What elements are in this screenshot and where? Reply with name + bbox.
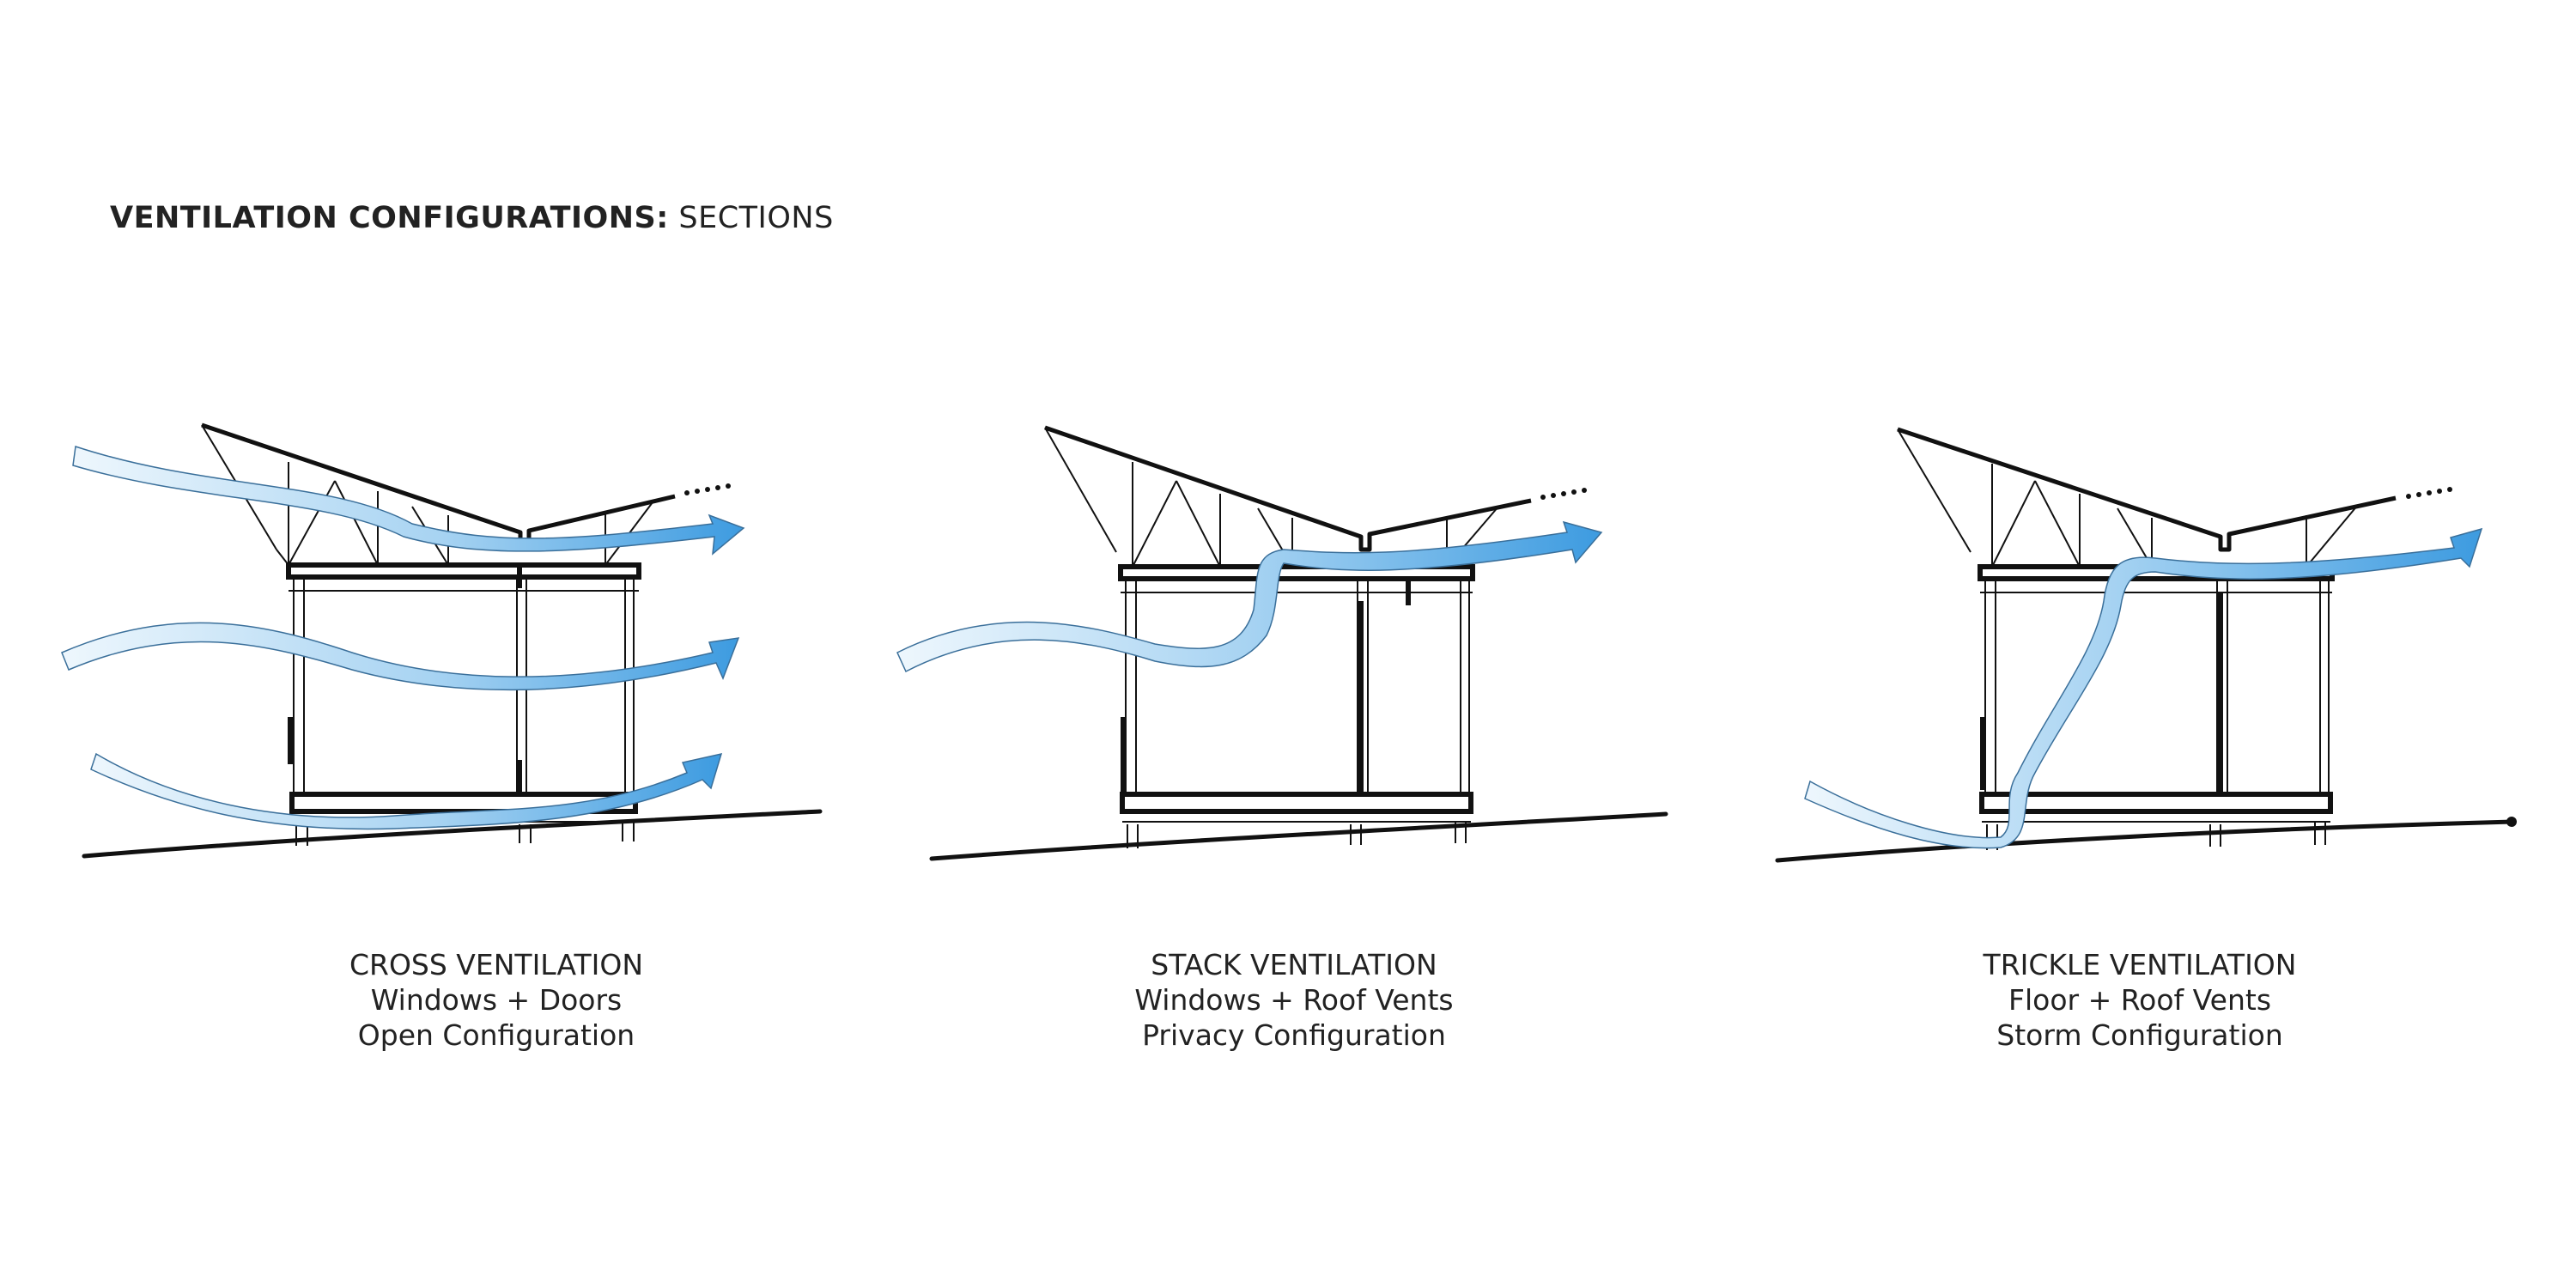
stack-ventilation-section-drawing (896, 425, 1668, 861)
caption-line2: Floor + Roof Vents (2008, 983, 2272, 1017)
wall-posts (1121, 579, 1411, 794)
piers (295, 823, 635, 846)
airflow-arrows (61, 446, 745, 830)
piers (1127, 823, 1467, 848)
panel-cross-ventilation (52, 395, 824, 910)
caption-line3: Open Configuration (357, 1018, 635, 1052)
caption-line3: Privacy Configuration (1142, 1018, 1446, 1052)
ground-line (929, 811, 1668, 861)
panel-trickle-ventilation (1743, 395, 2517, 910)
ceiling (286, 562, 641, 592)
roof-dots (1540, 488, 1587, 500)
roof (1044, 425, 1532, 568)
airflow-arrows (1804, 527, 2483, 849)
caption-title: STACK VENTILATION (1151, 948, 1437, 981)
trickle-ventilation-section-drawing (1775, 427, 2517, 863)
walls (1125, 579, 1470, 794)
page-title-bold: VENTILATION CONFIGURATIONS: (110, 201, 669, 235)
floor-slab (1120, 792, 1473, 823)
floor-slab (1979, 792, 2333, 823)
wall-posts (288, 565, 522, 794)
caption-line2: Windows + Doors (370, 983, 623, 1017)
caption-line3: Storm Configuration (1996, 1018, 2283, 1052)
caption-line2: Windows + Roof Vents (1134, 983, 1454, 1017)
wall-posts (1980, 592, 2223, 794)
page-title-light: SECTIONS (678, 201, 834, 235)
roof-dots (684, 483, 731, 495)
airflow-arrows (896, 520, 1603, 673)
caption-title: TRICKLE VENTILATION (1983, 948, 2297, 981)
roof-dots (2406, 487, 2452, 499)
caption-trickle-ventilation: TRICKLE VENTILATION Floor + Roof Vents S… (1796, 947, 2483, 1053)
ceiling (1118, 564, 1475, 593)
page-title: VENTILATION CONFIGURATIONS: SECTIONS (110, 201, 834, 235)
ground-line (82, 809, 823, 859)
panel-stack-ventilation (896, 395, 1670, 910)
caption-title: CROSS VENTILATION (349, 948, 644, 981)
ground-line (1775, 819, 2514, 863)
cross-ventilation-section-drawing (61, 422, 823, 859)
roof (1897, 427, 2397, 568)
caption-stack-ventilation: STACK VENTILATION Windows + Roof Vents P… (951, 947, 1637, 1053)
ground-end-dot (2506, 817, 2517, 827)
caption-cross-ventilation: CROSS VENTILATION Windows + Doors Open C… (153, 947, 840, 1053)
